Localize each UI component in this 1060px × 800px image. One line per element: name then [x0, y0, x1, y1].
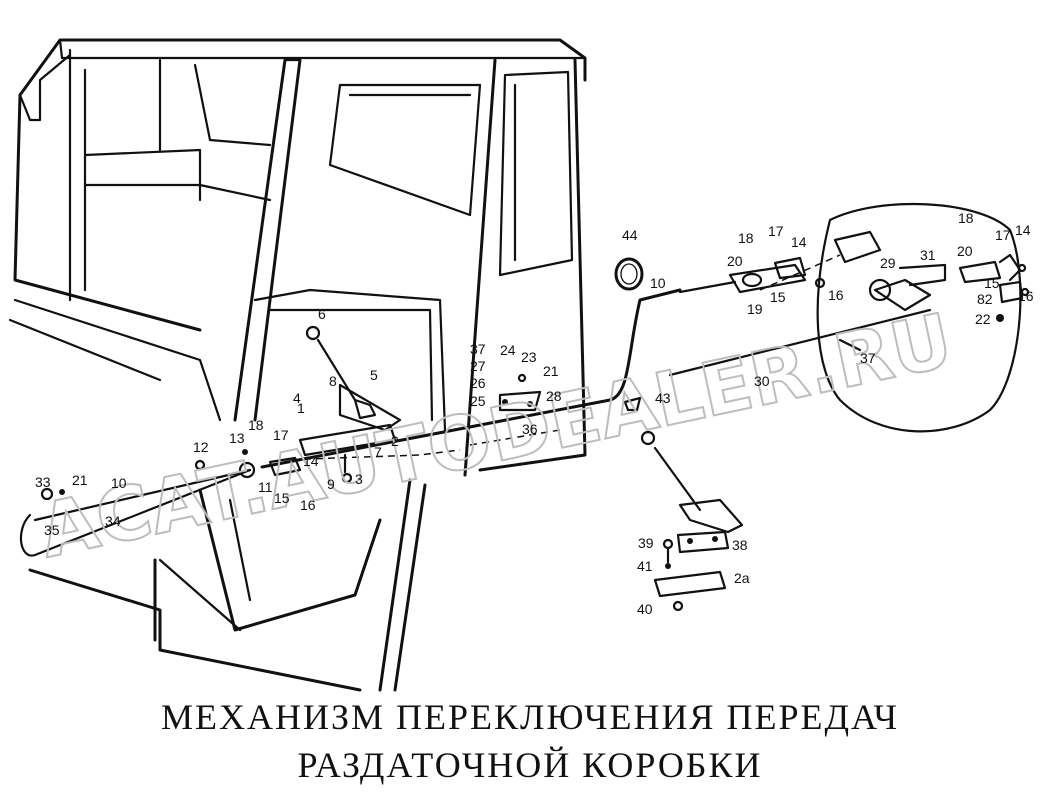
callout-label: 27	[470, 358, 486, 374]
callout-labels-right: 18 17 14 15 16 10 18 20 17 14 15 16 37 2…	[470, 210, 1034, 379]
cable-clamp	[614, 257, 644, 291]
callout-label: 14	[1015, 222, 1031, 238]
callout-label: 21	[543, 363, 559, 379]
callout-label: 33	[35, 474, 51, 490]
callout-label: 17	[768, 223, 784, 239]
callout-label: 26	[470, 375, 486, 391]
callout-label: 16	[828, 287, 844, 303]
callout-label: 22	[975, 311, 991, 327]
door-bracket-parts	[498, 373, 642, 412]
callout-label: 34	[105, 513, 121, 529]
callout-label: 43	[655, 390, 671, 406]
callout-label: 82	[977, 291, 993, 307]
callout-labels: 1 2 2a 3 4 5 6 7 8 9 10 11 12 13 14 15 1…	[35, 227, 993, 617]
callout-label: 25	[470, 393, 486, 409]
cable-end-parts	[40, 449, 302, 501]
callout-label: 11	[258, 479, 273, 495]
callout-label: 37	[470, 341, 486, 357]
callout-label: 2a	[734, 570, 750, 586]
callout-label: 14	[303, 453, 319, 469]
callout-label: 17	[995, 227, 1011, 243]
callout-label: 10	[650, 275, 666, 291]
callout-label: 5	[370, 367, 378, 383]
callout-label: 40	[637, 601, 653, 617]
callout-label: 10	[111, 475, 127, 491]
callout-label: 36	[522, 421, 538, 437]
separate-lever	[640, 430, 744, 612]
lever-assembly	[298, 325, 402, 484]
callout-label: 20	[727, 253, 743, 269]
transfer-case	[816, 202, 1030, 433]
callout-label: 24	[500, 342, 516, 358]
callout-label: 38	[732, 537, 748, 553]
callout-label: 21	[72, 472, 88, 488]
callout-label: 15	[984, 275, 1000, 291]
callout-label: 13	[229, 430, 245, 446]
callout-label: 15	[770, 289, 786, 305]
callout-label: 16	[300, 497, 316, 513]
callout-label: 3	[355, 471, 363, 487]
callout-label: 41	[637, 558, 653, 574]
callout-label: 30	[754, 373, 770, 389]
callout-label: 37	[860, 350, 876, 366]
callout-label: 28	[546, 388, 562, 404]
callout-label: 35	[44, 522, 60, 538]
watermark-text: ACAT.AUTODEALER.RU	[32, 298, 959, 575]
callout-label: 18	[958, 210, 974, 226]
cab-outline	[8, 38, 587, 692]
callout-label: 19	[747, 301, 763, 317]
callout-label: 31	[920, 247, 936, 263]
callout-label: 8	[329, 373, 337, 389]
callout-label: 20	[957, 243, 973, 259]
shift-cable	[19, 254, 932, 557]
callout-label: 7	[374, 444, 382, 460]
callout-label: 18	[738, 230, 754, 246]
callout-label: 14	[791, 234, 807, 250]
callout-label: 4	[293, 390, 301, 406]
callout-label: 9	[327, 476, 335, 492]
callout-label: 29	[880, 255, 896, 271]
callout-label: 17	[273, 427, 289, 443]
diagram-title-line2: РАЗДАТОЧНОЙ КОРОБКИ	[297, 745, 763, 785]
callout-label: 12	[193, 439, 209, 455]
callout-label: 1	[297, 400, 305, 416]
upper-bracket	[678, 256, 826, 294]
callout-label: 18	[248, 417, 264, 433]
callout-label: 23	[521, 349, 537, 365]
callout-label: 6	[318, 306, 326, 322]
callout-label: 16	[1018, 288, 1034, 304]
callout-label: 15	[274, 490, 290, 506]
callout-label: 2	[391, 433, 399, 449]
diagram-title-line1: МЕХАНИЗМ ПЕРЕКЛЮЧЕНИЯ ПЕРЕДАЧ	[161, 697, 899, 737]
callout-label: 44	[622, 227, 638, 243]
callout-label: 39	[638, 535, 654, 551]
